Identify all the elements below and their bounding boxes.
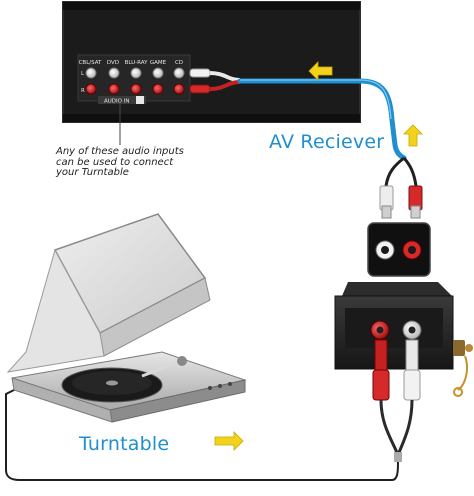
preamp-plugs	[372, 339, 421, 462]
jack-red	[173, 83, 185, 95]
jack-white	[130, 67, 142, 79]
input-label-cd: CD	[175, 60, 183, 66]
jack-white	[85, 67, 97, 79]
receiver-plugs	[189, 68, 241, 94]
input-label-dvd: DVD	[107, 60, 119, 66]
plug-white	[189, 68, 211, 78]
jack-white	[108, 67, 120, 79]
receiver-top-edge	[63, 2, 360, 10]
yellow-arrow-icon	[403, 124, 423, 147]
jack-red	[108, 83, 120, 95]
av-receiver: CBL/SAT DVD BLU-RAY GAME CD L R	[62, 1, 361, 123]
yellow-arrow-icon	[308, 61, 333, 81]
red-jacks-row	[85, 83, 185, 95]
svg-text:audio: audio	[149, 393, 164, 402]
plug-red	[189, 84, 211, 94]
note-line: Any of these audio inputs	[56, 146, 184, 157]
jack-white	[173, 67, 185, 79]
input-label-cbl: CBL/SAT	[79, 60, 102, 66]
turntable-label: Turntable	[79, 433, 170, 455]
channel-label-left: L	[81, 71, 85, 77]
turntable-cable	[5, 387, 399, 481]
yellow-arrow-icon	[214, 431, 244, 451]
channel-label-right: R	[81, 88, 85, 94]
input-label-game: GAME	[150, 60, 167, 66]
blue-cable-highlight	[240, 79, 392, 120]
preamp-top	[342, 282, 452, 296]
turntable: audio	[6, 213, 247, 423]
blue-cable	[237, 78, 407, 161]
tonearm	[141, 360, 181, 378]
note-line: can be used to connect	[56, 156, 174, 168]
receiver-bottom-edge	[63, 114, 360, 122]
audio-inputs-note: Any of these audio inputs can be used to…	[56, 146, 236, 179]
jack-white	[152, 67, 164, 79]
plug-wire-white	[209, 71, 241, 82]
ground-wire	[457, 355, 468, 391]
jack-red	[152, 83, 164, 95]
note-line: your Turntable	[56, 167, 129, 178]
jack-red	[130, 83, 142, 95]
input-label-bluray: BLU-RAY	[125, 60, 149, 66]
audio-in-label: AUDIO IN	[104, 99, 129, 105]
jack-callout	[367, 222, 431, 277]
plug-wire-red	[209, 80, 241, 91]
jack-red	[85, 83, 97, 95]
white-jacks-row	[85, 67, 185, 79]
phono-preamp	[334, 282, 473, 397]
audio-in-strip	[98, 96, 146, 104]
receiver-label: AV Reciever	[269, 131, 385, 153]
y-splitter	[379, 156, 423, 219]
audio-in-badge	[136, 96, 144, 104]
